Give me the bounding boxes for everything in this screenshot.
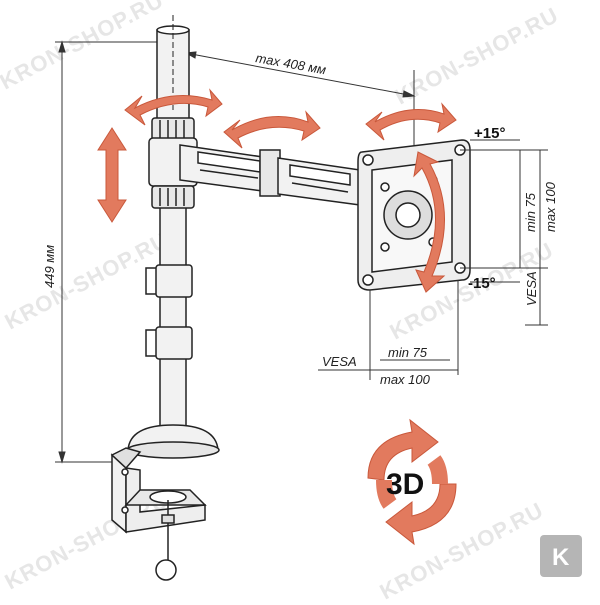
3d-rotate-arrow-top [367,418,439,481]
mount-arm [179,144,361,206]
head-swivel-arrow [365,102,457,141]
vesa-bottom-max: max 100 [380,372,431,387]
vesa-side-max: max 100 [543,181,558,232]
tilt-up-label: +15° [474,125,505,142]
height-adjust-arrow [97,127,127,223]
cable-clips [145,264,193,360]
3d-rotate-arrow-bottom [385,483,457,546]
watermark-text: KRON-SHOP.RU [0,0,168,94]
tilt-guides [470,139,520,283]
watermark-text: KRON-SHOP.RU [1,227,173,334]
arm-swivel-arrow [223,110,321,149]
vesa-plate [357,139,471,291]
pole-rotate-arrow [124,88,223,126]
height-label: 449 мм [42,245,57,288]
tilt-arrow [413,151,446,293]
vesa-bottom-dimension [318,280,459,380]
shop-logo: K [540,535,582,577]
vesa-side-min: min 75 [523,192,538,232]
3d-label: 3D [386,468,424,501]
vesa-bottom-min: min 75 [388,345,428,360]
logo-letter: K [552,544,570,571]
tilt-down-label: -15° [468,275,496,292]
watermark-text: KRON-SHOP.RU [391,2,563,109]
vesa-side-label: VESA [524,271,539,306]
3d-badge: 3D [367,418,457,546]
base-dome [126,424,220,459]
vesa-bottom-label: VESA [322,354,357,369]
mount-pole [156,15,190,441]
watermark-layer: KRON-SHOP.RU KRON-SHOP.RU KRON-SHOP.RU K… [0,0,563,604]
vesa-side-dimension [460,149,548,326]
desk-clamp [110,447,207,581]
motion-arrows [97,88,457,293]
